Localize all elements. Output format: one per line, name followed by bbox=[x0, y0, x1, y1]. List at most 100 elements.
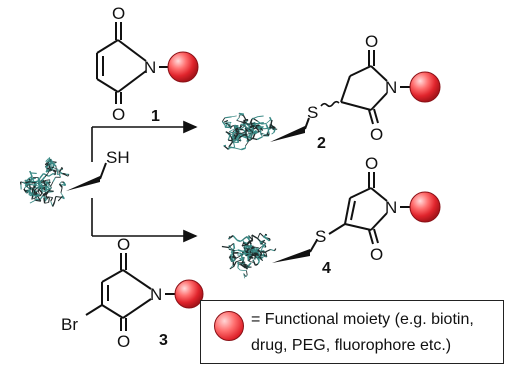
protein-stick bbox=[269, 125, 272, 128]
protein-blob-2 bbox=[221, 112, 278, 151]
protein-stick bbox=[228, 146, 235, 149]
compound-2-oxygen-bottom: O bbox=[370, 125, 383, 144]
compound-2-sulfur: S bbox=[307, 103, 318, 122]
protein-stick bbox=[236, 126, 241, 130]
protein-stick bbox=[55, 196, 62, 198]
protein-stick bbox=[257, 232, 261, 239]
protein-stick bbox=[266, 119, 272, 124]
legend-line-1: = Functional moiety (e.g. biotin, bbox=[251, 311, 474, 328]
protein-stick bbox=[45, 158, 49, 162]
protein-stick bbox=[257, 261, 260, 265]
compound-1-maleimide: O O N 1 bbox=[96, 4, 199, 125]
protein-stick bbox=[223, 144, 227, 147]
protein-stick bbox=[45, 191, 49, 196]
functional-moiety-ball-2 bbox=[409, 71, 441, 103]
protein-stick bbox=[251, 126, 255, 132]
protein-stick bbox=[232, 261, 237, 268]
protein-stick bbox=[58, 173, 62, 178]
protein-stick bbox=[260, 240, 264, 244]
protein-stick bbox=[237, 263, 240, 268]
compound-4-adduct: S O O N 4 bbox=[221, 154, 441, 279]
protein-stick bbox=[62, 173, 69, 177]
wedge-bond-start bbox=[66, 176, 100, 191]
protein-stick bbox=[270, 249, 275, 252]
wedge-bond-2 bbox=[270, 126, 305, 142]
protein-stick bbox=[260, 245, 264, 253]
protein-stick bbox=[59, 181, 62, 185]
protein-stick bbox=[240, 239, 243, 242]
protein-stick bbox=[258, 255, 264, 262]
protein-stick bbox=[252, 253, 257, 259]
protein-stick bbox=[237, 252, 239, 256]
protein-stick bbox=[246, 270, 248, 276]
protein-stick bbox=[40, 189, 44, 194]
protein-stick bbox=[37, 189, 40, 196]
protein-stick bbox=[228, 243, 234, 248]
protein-stick bbox=[259, 253, 263, 257]
protein-stick bbox=[254, 126, 260, 131]
protein-stick bbox=[263, 253, 267, 257]
protein-stick bbox=[256, 136, 263, 141]
protein-stick bbox=[249, 131, 253, 134]
protein-stick bbox=[26, 177, 30, 182]
protein-stick bbox=[234, 132, 239, 139]
protein-stick bbox=[236, 239, 241, 243]
protein-stick bbox=[240, 133, 243, 137]
protein-stick bbox=[39, 173, 45, 179]
protein-stick bbox=[53, 163, 57, 167]
protein-stick bbox=[44, 183, 48, 187]
protein-stick bbox=[233, 133, 236, 137]
protein-stick bbox=[250, 137, 258, 141]
protein-stick bbox=[242, 239, 245, 243]
protein-stick bbox=[238, 261, 246, 264]
protein-stick bbox=[230, 257, 235, 262]
protein-stick bbox=[50, 158, 55, 165]
protein-stick bbox=[44, 202, 49, 204]
protein-stick bbox=[47, 196, 53, 198]
protein-stick bbox=[31, 177, 36, 180]
protein-stick bbox=[233, 142, 236, 148]
protein-stick bbox=[38, 184, 44, 188]
protein-stick bbox=[29, 199, 36, 204]
legend-line-2: drug, PEG, fluorophore etc.) bbox=[251, 337, 452, 354]
protein-stick bbox=[48, 182, 52, 189]
protein-stick bbox=[256, 237, 261, 242]
protein-stick bbox=[221, 245, 229, 249]
protein-stick bbox=[271, 132, 275, 135]
protein-stick bbox=[62, 195, 65, 200]
protein-stick bbox=[229, 255, 237, 259]
compound-2-adduct: S O O N 2 bbox=[221, 32, 441, 152]
protein-stick bbox=[233, 124, 236, 129]
protein-stick bbox=[230, 252, 234, 258]
protein-stick bbox=[229, 134, 234, 141]
protein-stick bbox=[51, 166, 55, 169]
protein-stick bbox=[26, 186, 33, 190]
protein-stick bbox=[243, 273, 246, 279]
protein-stick bbox=[44, 161, 50, 166]
protein-stick bbox=[254, 247, 259, 250]
protein-stick bbox=[27, 180, 35, 185]
protein-stick bbox=[60, 187, 63, 194]
compound-3-oxygen-top: O bbox=[117, 235, 130, 254]
protein-stick bbox=[262, 133, 270, 137]
protein-stick bbox=[267, 128, 271, 131]
protein-stick bbox=[245, 134, 249, 140]
protein-stick bbox=[231, 115, 237, 118]
protein-stick bbox=[237, 267, 241, 271]
protein-stick bbox=[31, 195, 34, 200]
protein-stick bbox=[28, 192, 31, 195]
protein-stick bbox=[230, 248, 235, 251]
protein-stick bbox=[242, 123, 247, 127]
protein-stick bbox=[228, 128, 236, 133]
compound-1-oxygen-top: O bbox=[112, 4, 125, 23]
protein-stick bbox=[250, 245, 254, 251]
protein-stick bbox=[236, 117, 240, 121]
protein-stick bbox=[242, 252, 247, 255]
protein-stick bbox=[245, 140, 250, 147]
protein-stick bbox=[225, 131, 231, 135]
protein-stick bbox=[245, 236, 250, 240]
protein-stick bbox=[230, 133, 237, 137]
protein-stick bbox=[33, 189, 36, 195]
